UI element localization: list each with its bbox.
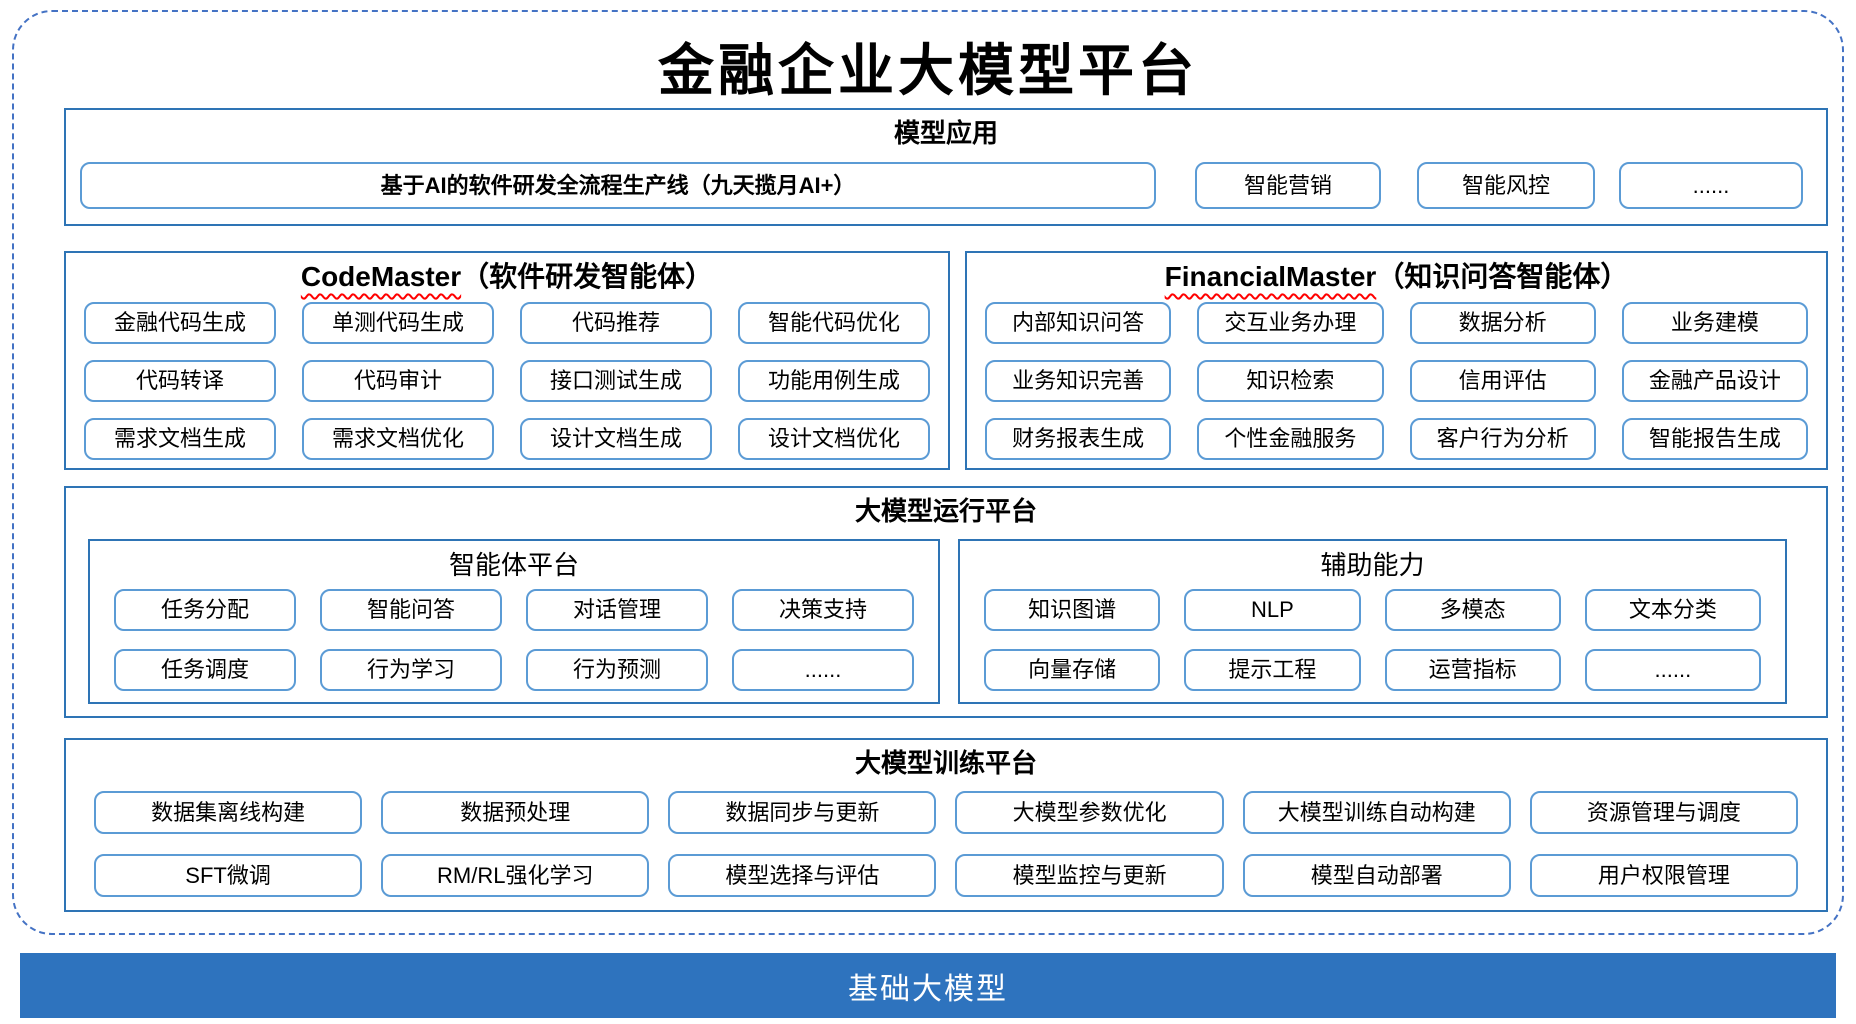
financialmaster-item: 知识检索 bbox=[1197, 360, 1384, 402]
base-model-bar: 基础大模型 bbox=[20, 953, 1836, 1018]
section-model-applications: 模型应用 基于AI的软件研发全流程生产线（九天揽月AI+） 智能营销 智能风控 … bbox=[64, 108, 1828, 226]
training-item: 数据同步与更新 bbox=[668, 791, 937, 834]
subsection-aux-ability: 辅助能力 知识图谱 NLP 多模态 文本分类 向量存储 提示工程 运营指标 ..… bbox=[958, 539, 1787, 704]
aux-ability-item: 提示工程 bbox=[1184, 649, 1361, 691]
financialmaster-item: 数据分析 bbox=[1409, 302, 1596, 344]
codemaster-item: 设计文档优化 bbox=[738, 418, 930, 460]
aux-ability-item: 向量存储 bbox=[984, 649, 1161, 691]
codemaster-item: 设计文档生成 bbox=[520, 418, 712, 460]
app-box-ai-pipeline: 基于AI的软件研发全流程生产线（九天揽月AI+） bbox=[80, 162, 1156, 209]
agent-platform-item: 任务分配 bbox=[114, 589, 296, 631]
financialmaster-item: 金融产品设计 bbox=[1621, 360, 1808, 402]
aux-ability-item: 知识图谱 bbox=[984, 589, 1161, 631]
codemaster-grid: 金融代码生成 单测代码生成 代码推荐 智能代码优化 代码转译 代码审计 接口测试… bbox=[84, 302, 930, 460]
aux-ability-label: 辅助能力 bbox=[1320, 550, 1425, 580]
agent-platform-item: ...... bbox=[732, 649, 914, 691]
agent-platform-item: 行为学习 bbox=[320, 649, 502, 691]
app-box-more: ...... bbox=[1619, 162, 1803, 209]
training-platform-label: 大模型训练平台 bbox=[854, 748, 1037, 778]
codemaster-item: 代码审计 bbox=[302, 360, 494, 402]
aux-ability-item: NLP bbox=[1184, 589, 1361, 631]
codemaster-item: 金融代码生成 bbox=[84, 302, 276, 344]
section-model-applications-label: 模型应用 bbox=[893, 118, 998, 148]
training-item: 用户权限管理 bbox=[1529, 854, 1798, 897]
training-item: SFT微调 bbox=[94, 854, 363, 897]
aux-ability-item: 运营指标 bbox=[1384, 649, 1561, 691]
financialmaster-item: 业务知识完善 bbox=[985, 360, 1172, 402]
section-training-platform: 大模型训练平台 数据集离线构建 数据预处理 数据同步与更新 大模型参数优化 大模… bbox=[64, 738, 1828, 912]
financialmaster-item: 内部知识问答 bbox=[985, 302, 1172, 344]
financialmaster-item: 财务报表生成 bbox=[985, 418, 1172, 460]
subsection-agent-platform: 智能体平台 任务分配 智能问答 对话管理 决策支持 任务调度 行为学习 行为预测… bbox=[88, 539, 940, 704]
codemaster-item: 单测代码生成 bbox=[302, 302, 494, 344]
agent-platform-item: 行为预测 bbox=[526, 649, 708, 691]
agent-platform-item: 智能问答 bbox=[320, 589, 502, 631]
outer-dashed-border bbox=[12, 10, 1844, 935]
training-item: 资源管理与调度 bbox=[1529, 791, 1798, 834]
training-item: 模型监控与更新 bbox=[955, 854, 1224, 897]
section-codemaster: CodeMaster（软件研发智能体） 金融代码生成 单测代码生成 代码推荐 智… bbox=[64, 251, 950, 470]
aux-ability-grid: 知识图谱 NLP 多模态 文本分类 向量存储 提示工程 运营指标 ...... bbox=[984, 589, 1761, 691]
agent-platform-item: 对话管理 bbox=[526, 589, 708, 631]
codemaster-name: CodeMaster bbox=[300, 261, 462, 292]
financialmaster-item: 业务建模 bbox=[1621, 302, 1808, 344]
codemaster-item: 代码推荐 bbox=[520, 302, 712, 344]
financialmaster-item: 交互业务办理 bbox=[1197, 302, 1384, 344]
section-runtime-platform: 大模型运行平台 智能体平台 任务分配 智能问答 对话管理 决策支持 任务调度 行… bbox=[64, 486, 1828, 718]
financialmaster-item: 信用评估 bbox=[1409, 360, 1596, 402]
codemaster-item: 需求文档优化 bbox=[302, 418, 494, 460]
codemaster-item: 需求文档生成 bbox=[84, 418, 276, 460]
codemaster-suffix: （软件研发智能体） bbox=[461, 261, 714, 292]
financialmaster-grid: 内部知识问答 交互业务办理 数据分析 业务建模 业务知识完善 知识检索 信用评估… bbox=[985, 302, 1808, 460]
codemaster-item: 功能用例生成 bbox=[738, 360, 930, 402]
training-item: 模型选择与评估 bbox=[668, 854, 937, 897]
codemaster-item: 智能代码优化 bbox=[738, 302, 930, 344]
training-item: 模型自动部署 bbox=[1242, 854, 1511, 897]
financialmaster-title: FinancialMaster（知识问答智能体） bbox=[967, 259, 1826, 295]
codemaster-title: CodeMaster（软件研发智能体） bbox=[66, 259, 948, 295]
aux-ability-item: ...... bbox=[1584, 649, 1761, 691]
financialmaster-item: 个性金融服务 bbox=[1197, 418, 1384, 460]
training-item: 大模型参数优化 bbox=[955, 791, 1224, 834]
model-applications-row: 基于AI的软件研发全流程生产线（九天揽月AI+） 智能营销 智能风控 .....… bbox=[66, 162, 1826, 209]
agent-platform-item: 任务调度 bbox=[114, 649, 296, 691]
financialmaster-name: FinancialMaster bbox=[1164, 261, 1377, 292]
aux-ability-item: 多模态 bbox=[1384, 589, 1561, 631]
training-item: 大模型训练自动构建 bbox=[1242, 791, 1511, 834]
training-platform-grid: 数据集离线构建 数据预处理 数据同步与更新 大模型参数优化 大模型训练自动构建 … bbox=[94, 791, 1798, 897]
diagram-title: 金融企业大模型平台 bbox=[658, 41, 1198, 103]
runtime-platform-label: 大模型运行平台 bbox=[854, 496, 1037, 526]
agent-platform-label: 智能体平台 bbox=[448, 550, 579, 580]
codemaster-item: 代码转译 bbox=[84, 360, 276, 402]
financialmaster-suffix: （知识问答智能体） bbox=[1376, 261, 1629, 292]
financialmaster-item: 智能报告生成 bbox=[1621, 418, 1808, 460]
aux-ability-item: 文本分类 bbox=[1584, 589, 1761, 631]
training-item: RM/RL强化学习 bbox=[381, 854, 650, 897]
app-box-marketing: 智能营销 bbox=[1195, 162, 1381, 209]
training-item: 数据集离线构建 bbox=[94, 791, 363, 834]
section-financialmaster: FinancialMaster（知识问答智能体） 内部知识问答 交互业务办理 数… bbox=[965, 251, 1828, 470]
codemaster-item: 接口测试生成 bbox=[520, 360, 712, 402]
financialmaster-item: 客户行为分析 bbox=[1409, 418, 1596, 460]
app-box-risk-control: 智能风控 bbox=[1417, 162, 1595, 209]
training-item: 数据预处理 bbox=[381, 791, 650, 834]
agent-platform-item: 决策支持 bbox=[732, 589, 914, 631]
agent-platform-grid: 任务分配 智能问答 对话管理 决策支持 任务调度 行为学习 行为预测 .....… bbox=[114, 589, 914, 691]
